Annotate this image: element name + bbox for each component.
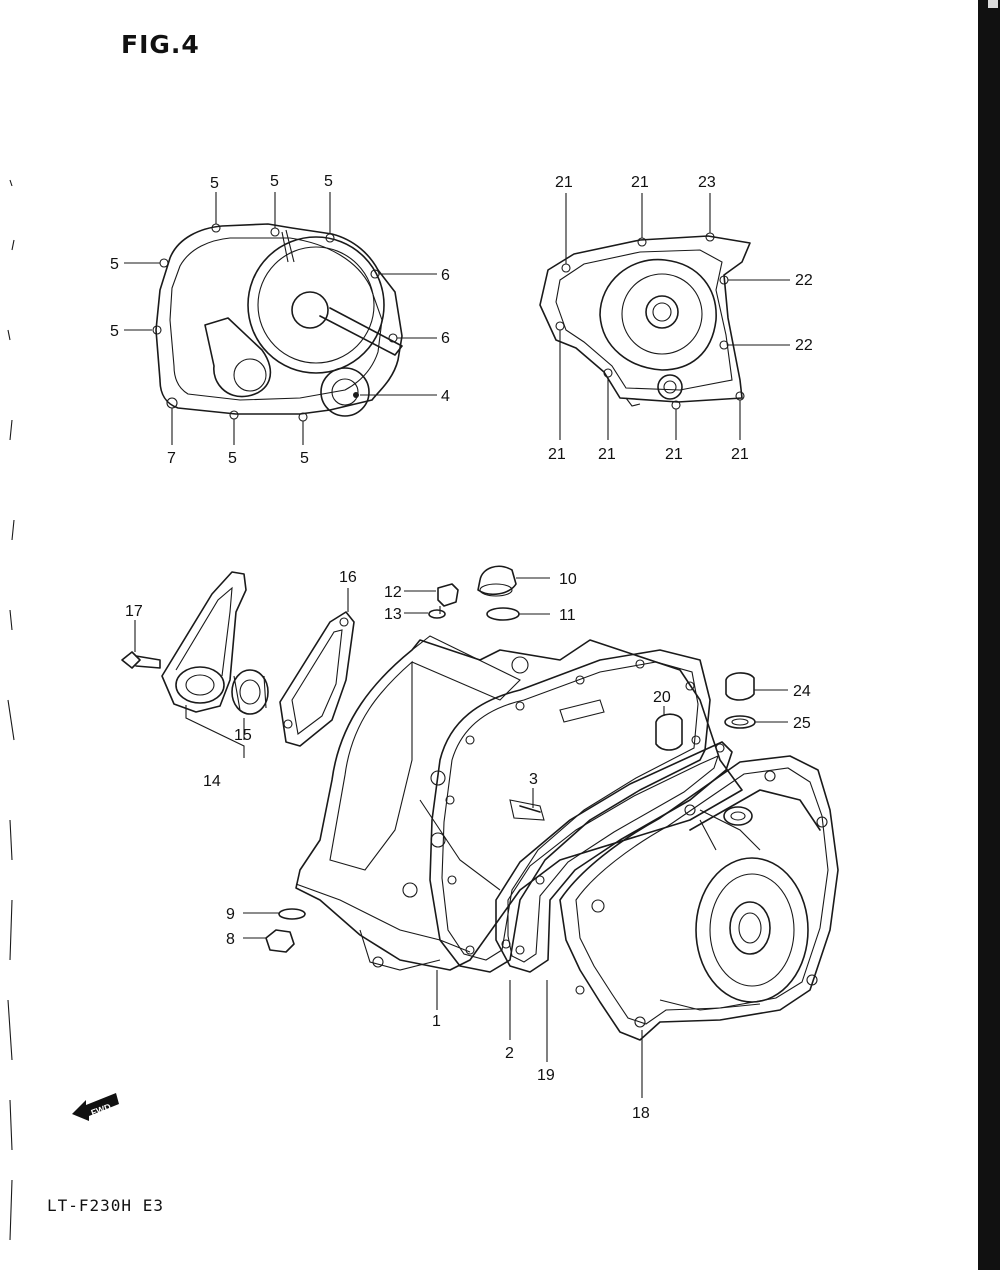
callout-9: 9: [226, 906, 235, 923]
callout-20: 20: [653, 689, 671, 706]
callout-11: 11: [559, 607, 576, 624]
callout-6: 6: [441, 330, 450, 347]
callout-8: 8: [226, 931, 235, 948]
callout-16: 16: [339, 569, 357, 586]
callout-5: 5: [228, 450, 237, 467]
figure-title: FIG.4: [121, 30, 200, 59]
transmission-cover-drawing: [559, 755, 839, 1041]
callout-21: 21: [731, 446, 749, 463]
forward-direction-arrow-icon: FWD: [72, 1093, 119, 1121]
callout-12: 12: [384, 584, 402, 601]
callout-24: 24: [793, 683, 811, 700]
crankcase-gasket-drawing: [429, 649, 711, 973]
callout-23: 23: [698, 174, 716, 191]
callout-7: 7: [167, 450, 176, 467]
callout-5: 5: [324, 173, 333, 190]
callout-25: 25: [793, 715, 811, 732]
callout-21: 21: [598, 446, 616, 463]
scan-edge-mark: [988, 0, 998, 8]
callout-22: 22: [795, 337, 813, 354]
crankcase-drawing: [295, 635, 743, 971]
callout-14: 14: [203, 773, 221, 790]
callout-6: 6: [441, 267, 450, 284]
scan-edge-marks: [7, 179, 15, 1241]
callout-5: 5: [110, 323, 119, 340]
callout-1: 1: [432, 1013, 441, 1030]
callout-15: 15: [234, 727, 252, 744]
callout-21: 21: [555, 174, 573, 191]
callout-5: 5: [300, 450, 309, 467]
callout-5: 5: [270, 173, 279, 190]
callout-21: 21: [548, 446, 566, 463]
callout-4: 4: [441, 388, 450, 405]
magneto-cover-gasket-drawing: [539, 232, 751, 410]
callout-2: 2: [505, 1045, 514, 1062]
callout-5: 5: [210, 175, 219, 192]
small-parts-drawing: [265, 565, 756, 953]
callout-13: 13: [384, 606, 402, 623]
callout-10: 10: [559, 571, 577, 588]
callout-19: 19: [537, 1067, 555, 1084]
callout-17: 17: [125, 603, 143, 620]
exploded-view-drawing: FWD 5 5 5 5 5 6 6 4 7 5 5 21 21 23 22 22…: [7, 173, 839, 1241]
callout-21: 21: [665, 446, 683, 463]
leader-lines: [124, 192, 790, 1098]
pump-gasket-drawing: [279, 611, 355, 747]
model-code: LT-F230H E3: [47, 1196, 164, 1215]
clutch-cover-drawing: [152, 223, 403, 422]
scan-edge-bar: [978, 0, 1000, 1270]
cover-gasket-drawing: [495, 741, 733, 973]
callout-5: 5: [110, 256, 119, 273]
bracket-assembly-drawing: [121, 571, 269, 758]
callout-21: 21: [631, 174, 649, 191]
callout-labels: 5 5 5 5 5 6 6 4 7 5 5 21 21 23 22 22 21 …: [110, 173, 813, 1122]
callout-3: 3: [529, 771, 538, 788]
callout-18: 18: [632, 1105, 650, 1122]
callout-22: 22: [795, 272, 813, 289]
